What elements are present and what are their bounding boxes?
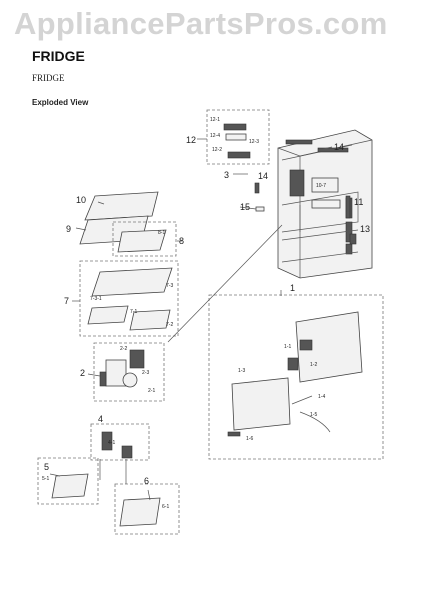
callout-4: 4 (98, 414, 103, 424)
callout-6: 6 (144, 476, 149, 486)
callout-14-left: 14 (258, 171, 268, 181)
part-13 (349, 233, 357, 245)
callout-12-2: 12-2 (212, 147, 222, 153)
part-1-3 (231, 377, 291, 431)
callout-10-7: 10-7 (316, 183, 326, 189)
group-5-box (37, 457, 99, 505)
part-5-bin (51, 473, 89, 499)
part-4-1 (121, 445, 133, 459)
part-1-panel (295, 311, 363, 383)
callout-1-4: 1-4 (318, 394, 325, 400)
part-1-5 (299, 411, 331, 433)
part-12-4 (225, 133, 247, 141)
part-11 (345, 195, 351, 219)
group-1-box (208, 294, 384, 460)
callout-6-1: 6-1 (162, 504, 169, 510)
callout-1-6: 1-6 (246, 436, 253, 442)
part-1-2 (287, 357, 299, 371)
callout-13: 13 (360, 224, 370, 234)
callout-1: 1 (290, 283, 295, 293)
callout-labels: 10 9 8 8-1 7 7-3 7-3-1 7-1 7-2 2 2-2 2-3… (42, 117, 370, 510)
callout-2-1: 2-1 (148, 388, 155, 394)
leader-lines (49, 138, 333, 501)
part-8-1 (117, 229, 167, 253)
group-8-box (112, 221, 177, 257)
group-6-box (114, 483, 180, 535)
callout-7-3: 7-3 (166, 283, 173, 289)
callout-1-5: 1-5 (310, 412, 317, 418)
part-10-shelf (84, 191, 159, 221)
part-7-3 (91, 267, 173, 297)
group-12-box (206, 109, 270, 165)
group-4-box (90, 423, 150, 461)
callout-8: 8 (179, 236, 184, 246)
callout-7: 7 (64, 296, 69, 306)
part-1-1 (299, 339, 313, 351)
part-4-left (101, 431, 113, 451)
callout-12-4: 12-4 (210, 133, 220, 139)
group-2-box (93, 342, 165, 402)
callout-14-right: 14 (334, 142, 344, 152)
page-title: FRIDGE (32, 48, 85, 64)
subtitle: FRIDGE (32, 73, 65, 83)
callout-7-2: 7-2 (166, 322, 173, 328)
part-6-bin (119, 497, 161, 527)
callout-7-3-1: 7-3-1 (90, 296, 102, 302)
callout-3: 3 (224, 170, 229, 180)
watermark: AppliancePartsPros.com (14, 6, 388, 41)
callout-2-2: 2-2 (120, 346, 127, 352)
part-1-6 (227, 431, 241, 437)
part-15 (255, 206, 265, 212)
callout-1-1: 1-1 (284, 344, 291, 350)
callout-12-1: 12-1 (210, 117, 220, 123)
part-2-2 (129, 349, 145, 369)
group-7-box (79, 260, 179, 337)
callout-12: 12 (186, 135, 196, 145)
callout-12-3: 12-3 (249, 139, 259, 145)
part-2-3 (122, 372, 138, 388)
callout-2: 2 (80, 368, 85, 378)
callout-9: 9 (66, 224, 71, 234)
callout-5: 5 (44, 462, 49, 472)
callout-1-2: 1-2 (310, 362, 317, 368)
callout-8-1: 8-1 (158, 230, 165, 236)
callout-11: 11 (354, 197, 363, 207)
part-7-1 (87, 305, 129, 325)
callout-7-1: 7-1 (130, 309, 137, 315)
callout-2-3: 2-3 (142, 370, 149, 376)
part-14-left (254, 182, 260, 194)
callout-15: 15 (240, 202, 250, 212)
callout-4-1: 4-1 (108, 440, 115, 446)
callout-10: 10 (76, 195, 86, 205)
view-label: Exploded View (32, 98, 89, 107)
callout-1-3: 1-3 (238, 368, 245, 374)
callout-5-1: 5-1 (42, 476, 49, 482)
part-1-4 (291, 395, 313, 405)
part-2-1 (99, 371, 107, 387)
part-7-2 (129, 309, 171, 331)
part-12-2 (227, 151, 251, 159)
part-12-1 (223, 123, 247, 131)
